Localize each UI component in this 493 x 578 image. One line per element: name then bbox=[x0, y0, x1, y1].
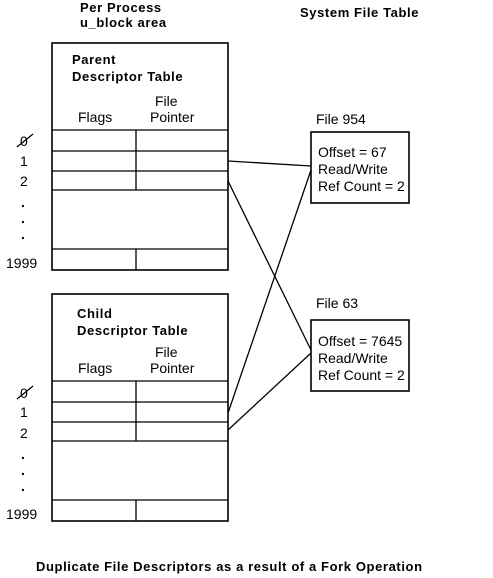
parent-table-frame bbox=[51, 42, 229, 271]
system-file-table-heading: System File Table bbox=[300, 5, 419, 20]
parent-table-title-line1: Parent bbox=[72, 52, 116, 67]
zero-slash bbox=[16, 385, 34, 400]
child-row-labels: 0 1 2 . . . 1999 bbox=[6, 385, 37, 522]
ellipsis-dot: . bbox=[21, 226, 25, 242]
parent-flags-header: Flags bbox=[78, 109, 112, 125]
ellipsis-dot: . bbox=[21, 194, 25, 210]
child-table-title-line1: Child bbox=[77, 306, 113, 321]
parent-descriptor-table: Parent Descriptor Table Flags File Point… bbox=[51, 42, 229, 271]
figure-caption: Duplicate File Descriptors as a result o… bbox=[36, 559, 423, 574]
file-63-entry: File 63 Offset = 7645 Read/Write Ref Cou… bbox=[310, 295, 410, 392]
ellipsis-dot: . bbox=[21, 462, 25, 478]
file-63-name: File 63 bbox=[316, 295, 358, 311]
file-63-mode: Read/Write bbox=[318, 350, 388, 366]
ellipsis-dot: . bbox=[21, 446, 25, 462]
child-table-frame bbox=[51, 293, 229, 522]
file-63-box bbox=[310, 319, 410, 392]
descriptor-connectors bbox=[227, 160, 312, 431]
parent-row-label-1999: 1999 bbox=[6, 255, 37, 271]
parent-row-label-1: 1 bbox=[20, 153, 28, 169]
file-954-name: File 954 bbox=[316, 111, 366, 127]
file-954-box bbox=[310, 131, 410, 204]
parent-row-labels: 0 1 2 . . . 1999 bbox=[6, 133, 37, 271]
child-file-header-line2: Pointer bbox=[150, 360, 195, 376]
per-process-heading: Per Process bbox=[80, 0, 162, 15]
parent-row-label-2: 2 bbox=[20, 173, 28, 189]
file-63-offset: Offset = 7645 bbox=[318, 333, 402, 349]
child-table-title-line2: Descriptor Table bbox=[77, 323, 188, 338]
file-954-ref-count: Ref Count = 2 bbox=[318, 178, 405, 194]
child-row-label-2: 2 bbox=[20, 425, 28, 441]
child-flags-header: Flags bbox=[78, 360, 112, 376]
ellipsis-dot: . bbox=[21, 210, 25, 226]
child-fd1-to-file-954-line bbox=[227, 169, 312, 414]
parent-file-header-line1: File bbox=[155, 93, 178, 109]
ellipsis-dot: . bbox=[21, 478, 25, 494]
zero-slash bbox=[16, 133, 34, 148]
u-block-area-heading: u_block area bbox=[80, 15, 167, 30]
parent-fd2-to-file-63-line bbox=[227, 180, 312, 351]
parent-table-title-line2: Descriptor Table bbox=[72, 69, 183, 84]
child-file-header-line1: File bbox=[155, 344, 178, 360]
child-descriptor-table: Child Descriptor Table Flags File Pointe… bbox=[51, 293, 229, 522]
file-954-mode: Read/Write bbox=[318, 161, 388, 177]
child-row-label-1999: 1999 bbox=[6, 506, 37, 522]
file-954-entry: File 954 Offset = 67 Read/Write Ref Coun… bbox=[310, 111, 410, 204]
parent-file-header-line2: Pointer bbox=[150, 109, 195, 125]
parent-fd1-to-file-954-line bbox=[227, 160, 312, 167]
file-954-offset: Offset = 67 bbox=[318, 144, 387, 160]
child-row-label-1: 1 bbox=[20, 404, 28, 420]
file-63-ref-count: Ref Count = 2 bbox=[318, 367, 405, 383]
child-fd2-to-file-63-line bbox=[227, 352, 312, 431]
